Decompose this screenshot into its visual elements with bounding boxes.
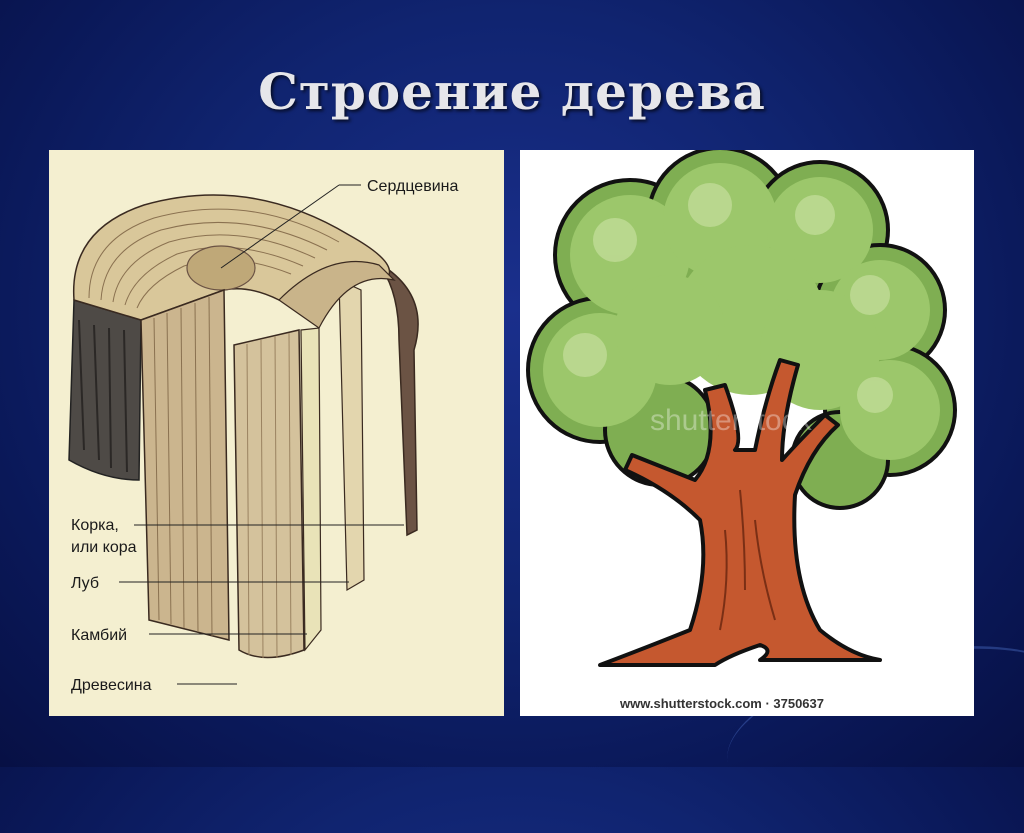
tree-illustration: shutterstock www.shutterstock.com · 3750… [520, 150, 974, 716]
cambium-strip [300, 327, 322, 652]
bark-left-face [68, 299, 142, 481]
bark-layer [378, 264, 419, 537]
label-phloem: Луб [71, 575, 99, 592]
label-wood: Древесина [71, 677, 152, 694]
label-bark-line1: Корка, [71, 517, 119, 534]
trunk-structure-diagram: Сердцевина Корка, или кора Луб Камбий Др… [49, 150, 504, 716]
label-bark-line2: или кора [71, 539, 137, 556]
tree-trunk [598, 358, 882, 667]
wood-face [140, 288, 230, 641]
watermark-text: shutterstock [650, 404, 813, 437]
slide-title: Строение дерева [258, 62, 766, 121]
image-credit: www.shutterstock.com · 3750637 [619, 696, 824, 711]
label-heartwood: Сердцевина [367, 178, 458, 195]
phloem-strip [338, 279, 365, 592]
unrolled-wood-strip [233, 329, 305, 659]
label-cambium: Камбий [71, 627, 127, 644]
